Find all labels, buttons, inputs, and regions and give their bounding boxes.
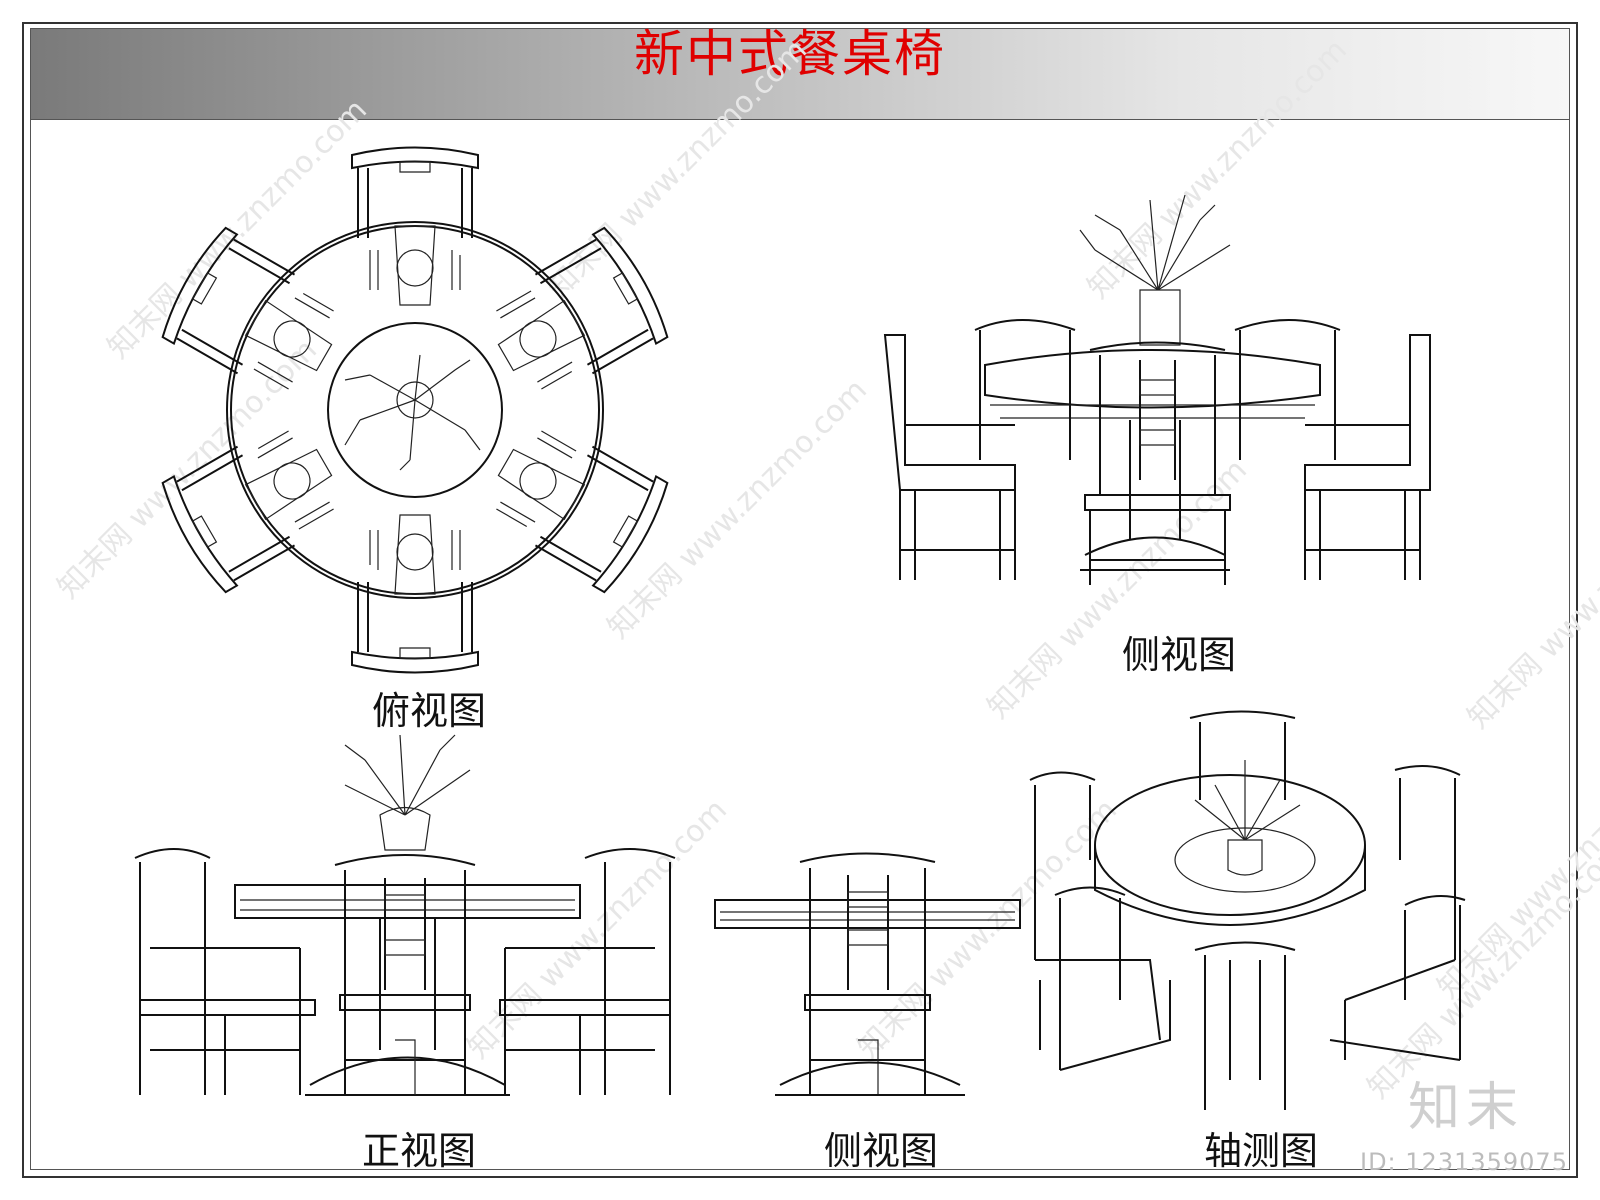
chair-top — [351, 146, 479, 238]
chair-top — [161, 445, 296, 594]
title-banner — [31, 29, 1569, 120]
centerpiece-branches — [344, 354, 481, 471]
chair-top — [351, 582, 479, 674]
side-view-drawing — [883, 194, 1431, 585]
place-setting — [369, 225, 461, 306]
sheet-title: 新中式餐桌椅 — [634, 25, 946, 83]
vase-with-branches — [1194, 760, 1301, 876]
vase-with-branches — [344, 734, 471, 851]
place-setting — [244, 293, 334, 390]
caption-front-view: 正视图 — [362, 1129, 477, 1173]
chair-top — [161, 226, 296, 375]
brand-logo: 知末 — [1408, 1078, 1525, 1138]
vase-with-branches — [1079, 194, 1231, 346]
axonometric-drawing — [1029, 710, 1466, 1110]
front-view-drawing — [134, 734, 676, 1096]
top-view-drawing — [161, 146, 669, 674]
place-setting — [369, 514, 461, 595]
caption-top-view: 俯视图 — [372, 689, 487, 733]
caption-axonometric-view: 轴测图 — [1204, 1129, 1319, 1173]
caption-side-view: 侧视图 — [1122, 633, 1237, 677]
caption-side-view-2: 侧视图 — [824, 1129, 939, 1173]
drawing-frame-outer — [22, 22, 1578, 1178]
image-id: ID: 1231359075 — [1360, 1148, 1568, 1176]
place-setting — [244, 430, 334, 530]
chair-top — [534, 226, 669, 375]
place-setting — [496, 430, 586, 527]
place-setting — [496, 290, 586, 390]
chair-top — [534, 445, 669, 594]
drawing-frame-inner — [30, 28, 1570, 1170]
side-view-2-drawing — [714, 852, 1021, 1096]
lazy-susan — [327, 322, 503, 498]
